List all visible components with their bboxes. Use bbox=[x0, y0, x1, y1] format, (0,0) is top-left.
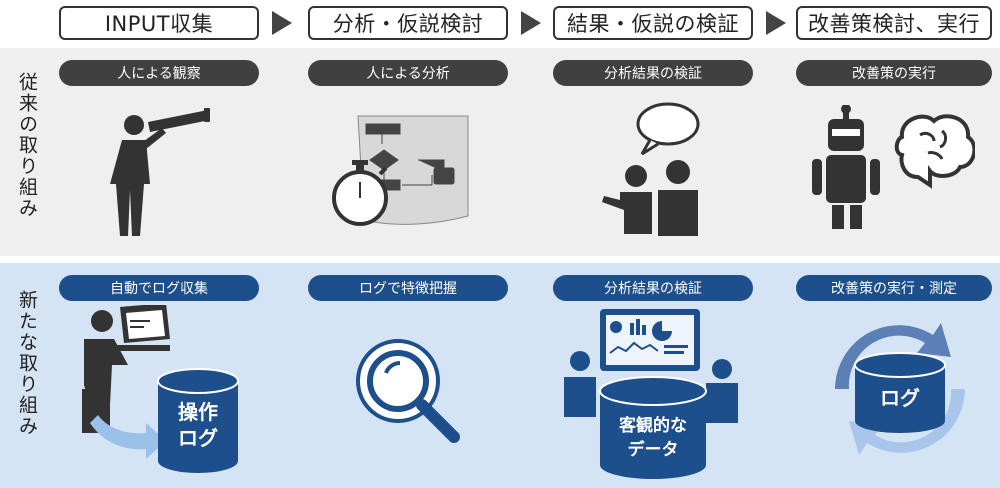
row-label-new: 新たな取り組み bbox=[16, 290, 38, 437]
phase-arrow-icon bbox=[521, 11, 541, 35]
pill-human-observation: 人による観察 bbox=[59, 60, 259, 86]
phase-input-collection: INPUT収集 bbox=[59, 6, 259, 40]
pill-log-feature-grasp: ログで特徴把握 bbox=[308, 275, 508, 301]
phase-improvement: 改善策検討、実行 bbox=[796, 6, 992, 40]
auto-log-collection-icon: 操作 ログ bbox=[82, 305, 239, 473]
pill-auto-log-collection: 自動でログ収集 bbox=[59, 275, 259, 301]
data-db-line1: 客観的な bbox=[618, 415, 687, 436]
dashboard-data-icon: 客観的な データ bbox=[564, 309, 738, 479]
telescope-observer-icon bbox=[110, 108, 210, 236]
pill-new-result-verification: 分析結果の検証 bbox=[553, 275, 753, 301]
pill-result-verification: 分析結果の検証 bbox=[553, 60, 753, 86]
cycle-db-label: ログ bbox=[880, 386, 920, 410]
cycle-log-icon: ログ bbox=[835, 323, 965, 455]
pill-human-analysis: 人による分析 bbox=[308, 60, 508, 86]
phase-verification: 結果・仮説の検証 bbox=[553, 6, 753, 40]
magnifier-icon bbox=[356, 339, 460, 443]
phase-arrow-icon bbox=[272, 11, 292, 35]
row-label-traditional: 従来の取り組み bbox=[16, 72, 38, 219]
phase-analysis: 分析・仮説検討 bbox=[308, 6, 508, 40]
discussion-people-icon bbox=[602, 102, 700, 236]
phase-arrow-icon bbox=[766, 11, 786, 35]
pill-improvement-execution: 改善策の実行 bbox=[796, 60, 992, 86]
log-db-line1: 操作 bbox=[178, 400, 218, 424]
flowchart-stopwatch-icon bbox=[332, 115, 469, 226]
pill-improvement-measure: 改善策の実行・測定 bbox=[796, 275, 992, 301]
log-db-line2: ログ bbox=[178, 426, 218, 450]
robot-brain-icon bbox=[812, 105, 975, 229]
data-db-line2: データ bbox=[628, 439, 679, 460]
